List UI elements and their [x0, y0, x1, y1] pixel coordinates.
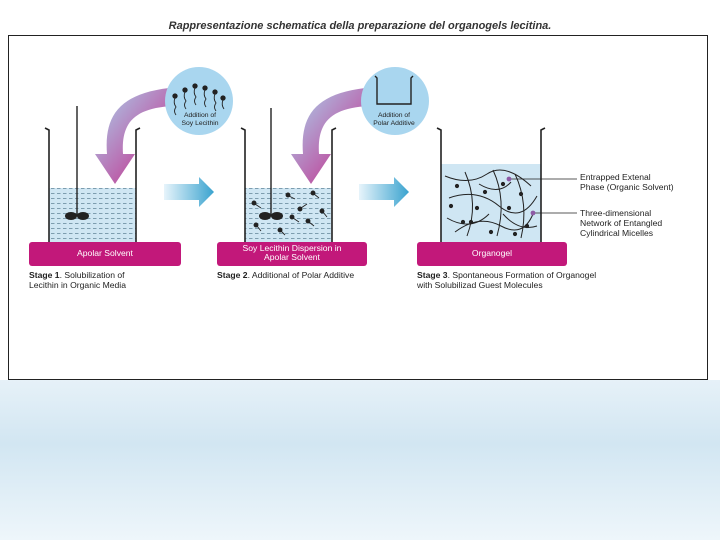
background-wave [0, 380, 720, 540]
stage2-caption-line1: . Additional of Polar Additive [247, 270, 355, 280]
stage2-bubble-line2: Polar Additive [373, 119, 415, 127]
callout-bottom-line1: Three-dimensional [580, 208, 652, 218]
callout-top-line2: Phase (Organic Solvent) [580, 182, 674, 192]
stage2-pill-label: Soy Lecithin Dispersion in Apolar Solven… [217, 244, 367, 262]
arrow-stage1-to-2 [164, 177, 214, 207]
stage1-liquid [49, 188, 136, 244]
arrow-stage2-to-3 [359, 177, 409, 207]
stage1-caption-bold: Stage 1 [29, 270, 60, 280]
stage2-curved-arrow [291, 88, 369, 184]
callout-bottom-line2: Network of Entangled [580, 218, 663, 228]
stage3-pill-shape [417, 242, 567, 266]
stage1-caption-line2: Lecithin in Organic Media [29, 280, 126, 290]
stage1-bubble [165, 67, 233, 135]
stage2-caption-bold: Stage 2 [217, 270, 248, 280]
stage1-group [29, 67, 233, 266]
stage1-bubble-line1: Addition of [183, 112, 217, 119]
stage3-group [417, 127, 577, 266]
stage2-bubble-label: Addition of Polar Additive [362, 112, 426, 127]
guest-molecules-icon [448, 181, 530, 237]
stage2-bubble-line1: Addition of [377, 112, 411, 119]
organogel-diagram [9, 36, 707, 379]
stage3-caption-line1: . Spontaneous Formation of Organogel [447, 270, 597, 280]
callout-bottom-label: Three-dimensional Network of Entangled C… [580, 208, 710, 238]
dispersed-molecules-icon [251, 190, 328, 236]
stage2-pill-line2: Apolar Solvent [264, 252, 320, 262]
beaker-small-icon [374, 75, 414, 105]
callout-top-line1: Entrapped Extenal [580, 172, 651, 182]
stage3-caption-bold: Stage 3 [417, 270, 448, 280]
stage1-pill-label: Apolar Solvent [77, 248, 133, 258]
stage2-pill-shape [217, 242, 367, 266]
stage2-caption: Stage 2. Additional of Polar Additive [217, 270, 407, 280]
stage3-pill-label: Organogel [471, 248, 513, 258]
stage1-caption-line1: . Solubilization of [59, 270, 125, 280]
stage1-stirrer [65, 212, 77, 220]
callout-top-label: Entrapped Extenal Phase (Organic Solvent… [580, 172, 710, 192]
stage1-bubble-line2: Soy Lecithin [181, 119, 219, 127]
stage1-bubble-label: Addition of Soy Lecithin [172, 112, 228, 127]
micelle-network-icon [444, 169, 538, 239]
stage2-group [217, 67, 429, 266]
stage2-pill-line1: Soy Lecithin Dispersion in [242, 243, 342, 253]
stage2-bubble [361, 67, 429, 135]
callout-bottom-line3: Cylindrical Micelles [580, 228, 654, 238]
stage3-caption-line2: with Solubilizad Guest Molecules [417, 280, 543, 290]
stage1-pill-shape [29, 242, 181, 266]
stage3-caption: Stage 3. Spontaneous Formation of Organo… [417, 270, 637, 290]
stage1-caption: Stage 1. Solubilization of Lecithin in O… [29, 270, 199, 290]
lecithin-molecules-icon [172, 83, 226, 116]
slide-title: Rappresentazione schematica della prepar… [168, 20, 552, 32]
stage1-curved-arrow [95, 88, 173, 184]
